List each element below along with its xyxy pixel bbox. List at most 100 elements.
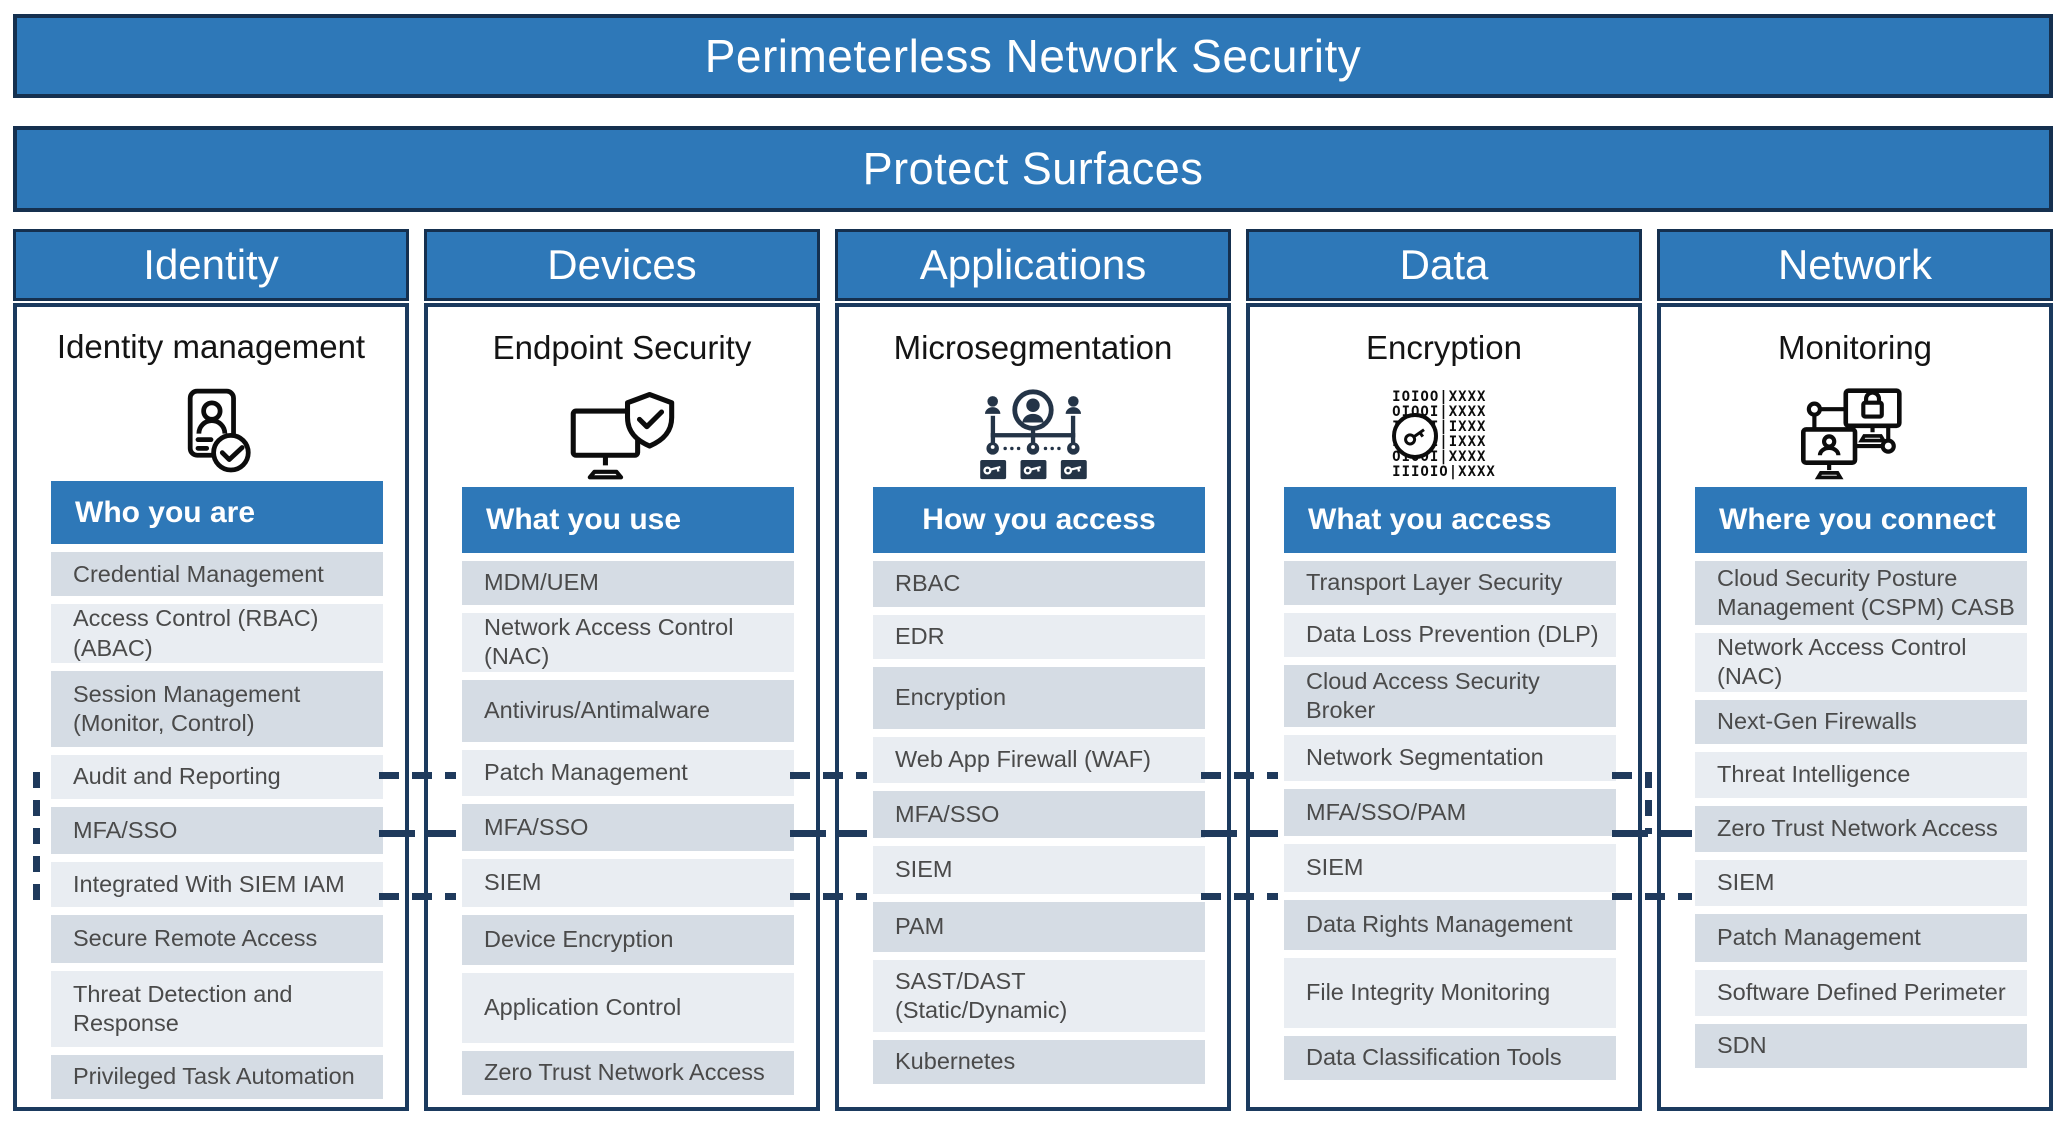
pillar-row: Transport Layer Security [1284,561,1616,605]
pillar-column-applications: Applications Microsegmentation [835,229,1231,1111]
pillar-row: Integrated With SIEM IAM [51,862,383,907]
pillar-row: PAM [873,902,1205,952]
pillar-column-identity: Identity Identity management Who you are… [13,229,409,1111]
pillar-row: Patch Management [462,749,794,796]
pillar-body: Endpoint Security What you use MDM/UEM Ne… [424,303,820,1111]
pillar-row: SIEM [462,858,794,907]
pillar-header-label: Applications [919,241,1147,288]
pillar-row: Network Segmentation [1284,735,1616,781]
pillar-row: Antivirus/Antimalware [462,679,794,742]
pillar-subtitle: Endpoint Security [428,319,816,377]
pillar-question-bar: Where you connect [1695,487,2027,553]
pillar-row: Zero Trust Network Access [462,1050,794,1095]
pillar-header: Network [1657,229,2053,301]
pillar-question-label: Who you are [75,495,256,529]
pillar-body: Monitoring Where you connect Cloud Secur… [1657,303,2053,1111]
pillar-row: Web App Firewall (WAF) [873,737,1205,783]
pillar-question-bar: What you use [462,487,794,553]
dashed-jog-connector [1645,772,1652,834]
pillar-question-label: How you access [922,503,1156,536]
dashed-left-bracket [33,772,40,904]
pillar-body: Encryption IOIOO|XXXX OIOOI|XXXX IIIOI|I… [1246,303,1642,1111]
pillar-row: Data Classification Tools [1284,1036,1616,1080]
key-icon [1392,413,1438,459]
pillar-header-label: Identity [143,241,279,288]
dashed-connector [379,772,456,779]
pillar-row: Secure Remote Access [51,915,383,963]
pillar-header-label: Network [1777,241,1933,288]
pillar-subtitle: Monitoring [1661,319,2049,377]
dashed-connector [1612,830,1692,837]
pillar-row: File Integrity Monitoring [1284,958,1616,1028]
pillar-row: Credential Management [51,552,383,597]
monitor-shield-check-icon [570,391,675,480]
pillar-rows: Cloud Security Posture Management (CSPM)… [1695,561,2027,1076]
pillar-header: Devices [424,229,820,301]
pillar-column-data: Data Encryption IOIOO|XXXX OIOOI|XXXX II… [1246,229,1642,1111]
dashed-connector [1201,893,1278,900]
pillar-column-network: Network Monitoring Where you connect Clo… [1657,229,2053,1111]
pillar-question-bar: What you access [1284,487,1616,553]
pillar-header-label: Devices [547,241,697,288]
pillar-question-label: What you use [486,503,682,536]
pillar-icon-slot [428,387,816,483]
protect-surfaces-label: Protect Surfaces [862,143,1204,194]
pillar-subtitle: Encryption [1250,319,1638,377]
monitored-devices-lock-icon [1801,388,1902,480]
pillar-row: SAST/DAST (Static/Dynamic) [873,960,1205,1032]
pillar-row: Session Management (Monitor, Control) [51,671,383,747]
dashed-connector [790,830,867,837]
pillar-subtitle-label: Identity management [56,327,366,365]
pillar-row: MFA/SSO [51,807,383,854]
pillar-row: Kubernetes [873,1040,1205,1084]
data-encryption-key-icon: IOIOO|XXXX OIOOI|XXXX IIIOI|IXXX IOIOI|I… [1392,389,1496,480]
pillar-row: Next-Gen Firewalls [1695,699,2027,744]
pillar-row: SIEM [873,846,1205,894]
id-card-check-icon [187,388,251,473]
protect-surfaces-banner: Protect Surfaces [13,126,2053,212]
pillar-header-label: Data [1399,241,1489,288]
dashed-connector [379,893,456,900]
pillar-question-label: What you access [1308,503,1552,536]
pillar-column-devices: Devices Endpoint Security What you use M… [424,229,820,1111]
pillar-row: Application Control [462,972,794,1043]
pillar-body: Microsegmentation [835,303,1231,1111]
pillar-row: MFA/SSO [873,791,1205,838]
pillar-row: Privileged Task Automation [51,1055,383,1099]
pillar-row: Cloud Security Posture Management (CSPM)… [1695,561,2027,625]
dashed-connector [1201,830,1278,837]
pillar-row: Audit and Reporting [51,755,383,799]
pillar-subtitle: Microsegmentation [839,319,1227,377]
pillar-row: MDM/UEM [462,561,794,605]
pillar-row: EDR [873,615,1205,659]
pillar-subtitle-label: Endpoint Security [492,329,752,366]
title-banner: Perimeterless Network Security [13,14,2053,98]
pillar-header: Data [1246,229,1642,301]
pillar-row: SDN [1695,1023,2027,1068]
pillar-icon-slot [839,387,1227,483]
pillar-row: Encryption [873,667,1205,729]
pillar-rows: MDM/UEM Network Access Control (NAC) Antiv… [462,561,794,1103]
pillar-row: Data Rights Management [1284,900,1616,950]
pillar-row: MFA/SSO/PAM [1284,789,1616,836]
dashed-connector [1201,772,1278,779]
pillar-row: SIEM [1695,859,2027,906]
pillar-row: Network Access Control (NAC) [462,613,794,672]
pillar-header: Identity [13,229,409,301]
pillar-row: SIEM [1284,844,1616,892]
pillar-row: Threat Intelligence [1695,751,2027,798]
pillar-question-bar: How you access [873,487,1205,553]
pillar-row: Data Loss Prevention (DLP) [1284,613,1616,657]
pillar-row: Patch Management [1695,913,2027,962]
pillar-header: Applications [835,229,1231,301]
dashed-connector [379,830,456,837]
pillar-subtitle-label: Monitoring [1777,329,1933,366]
pillar-row: Software Defined Perimeter [1695,969,2027,1016]
pillar-question-bar: Who you are [51,480,383,545]
title-banner-label: Perimeterless Network Security [704,30,1362,82]
microsegmentation-icon [980,389,1087,480]
